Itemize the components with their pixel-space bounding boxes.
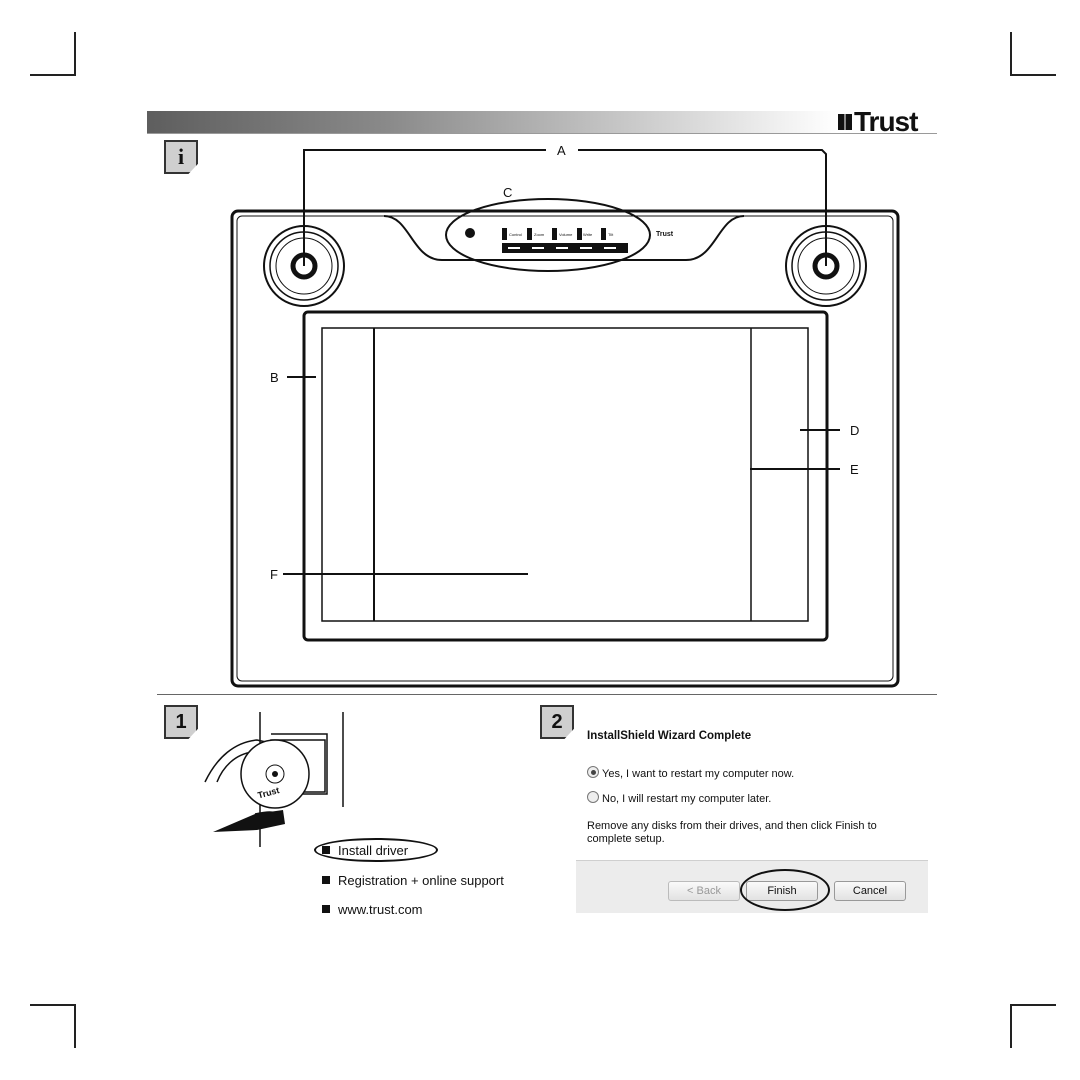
radio-label: Yes, I want to restart my computer now.	[602, 768, 795, 780]
radio-label: No, I will restart my computer later.	[602, 793, 772, 805]
crop-mark-top-left-h	[30, 74, 76, 76]
wizard-message: Remove any disks from their drives, and …	[587, 820, 877, 845]
step-1-box: 1	[164, 705, 198, 739]
wizard-title: InstallShield Wizard Complete	[587, 730, 752, 742]
step-1-number: 1	[175, 710, 187, 733]
trust-logo: Trust	[838, 106, 918, 138]
crop-mark-top-right-h	[1010, 74, 1056, 76]
section-separator	[157, 694, 937, 695]
trust-logo-mark-icon	[838, 114, 852, 130]
wizard-footer: < Back Finish Cancel	[576, 860, 928, 913]
menu-item-website[interactable]: www.trust.com	[322, 902, 423, 917]
bullet-square-icon	[322, 905, 330, 913]
power-led	[465, 228, 475, 238]
finish-highlight-oval	[740, 869, 830, 911]
step-2-box: 2	[540, 705, 574, 739]
radio-unselected-icon	[587, 791, 599, 803]
callout-f: F	[270, 567, 278, 582]
radio-restart-later[interactable]: No, I will restart my computer later.	[587, 791, 771, 805]
active-area	[321, 327, 809, 622]
info-box: i	[164, 140, 198, 174]
indicator-label: Volume	[559, 232, 573, 237]
crop-mark-bottom-left-v	[74, 1004, 76, 1048]
install-driver-highlight-oval	[314, 838, 438, 862]
crop-mark-top-right-v	[1010, 32, 1012, 76]
step-2-number: 2	[551, 710, 563, 733]
installshield-wizard: InstallShield Wizard Complete Yes, I wan…	[576, 720, 928, 913]
tablet-diagram: Control Zoom Volume Write Tilt Trust A C…	[230, 143, 900, 688]
work-area-frame	[302, 310, 829, 642]
crop-mark-bottom-right-h	[1010, 1004, 1056, 1006]
trust-logo-text: Trust	[854, 106, 918, 137]
indicator-label: Control	[509, 232, 522, 237]
crop-mark-top-left-v	[74, 32, 76, 76]
callout-d: D	[850, 423, 859, 438]
menu-item-registration[interactable]: Registration + online support	[322, 873, 504, 888]
callout-e: E	[850, 462, 859, 477]
menu-item-label: www.trust.com	[338, 902, 423, 917]
crop-mark-bottom-right-v	[1010, 1004, 1012, 1048]
radio-restart-now[interactable]: Yes, I want to restart my computer now.	[587, 766, 794, 780]
cd-insert-illustration: Trust	[204, 712, 344, 847]
callout-b: B	[270, 370, 279, 385]
indicator-label: Tilt	[608, 232, 614, 237]
indicator-label: Zoom	[534, 232, 545, 237]
tablet-ridge	[383, 215, 745, 261]
info-icon: i	[177, 144, 185, 169]
crop-mark-bottom-left-h	[30, 1004, 76, 1006]
radio-selected-icon	[587, 766, 599, 778]
cancel-button[interactable]: Cancel	[834, 881, 906, 901]
tablet-body	[230, 209, 900, 688]
bullet-square-icon	[322, 876, 330, 884]
back-button[interactable]: < Back	[668, 881, 740, 901]
callout-c: C	[503, 185, 512, 200]
header-rule	[147, 133, 937, 134]
indicator-label: Write	[583, 232, 593, 237]
header-gradient-bar	[147, 111, 837, 133]
control-panel-oval	[445, 198, 651, 272]
menu-item-label: Registration + online support	[338, 873, 504, 888]
tablet-logo: Trust	[656, 231, 674, 238]
callout-a: A	[557, 143, 566, 158]
